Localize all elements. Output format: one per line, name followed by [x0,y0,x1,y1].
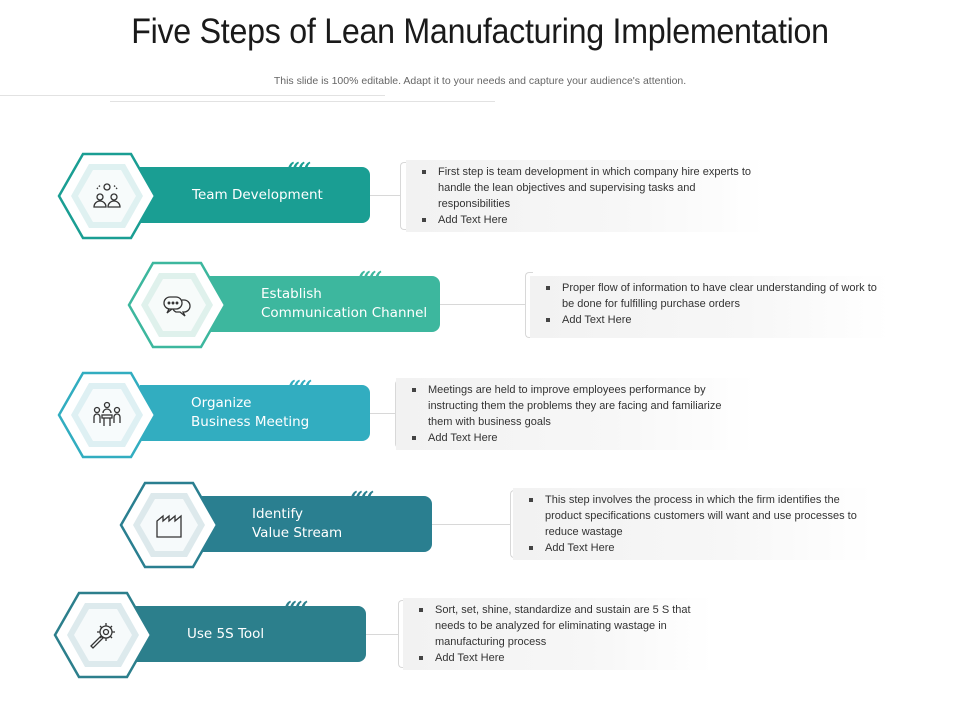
step-5-description: Sort, set, shine, standardize and sustai… [403,598,713,670]
step-4-description: This step involves the process in which … [513,488,873,560]
step-5-pill[interactable]: “‘‘ Use 5S Tool [136,597,366,662]
step-3-bullet-1: Meetings are held to improve employees p… [410,382,748,430]
step-5-label: Use 5S Tool [187,625,265,642]
step-1-pill[interactable]: “‘‘ Team Development [140,158,370,223]
step-5-bullet-1: Sort, set, shine, standardize and sustai… [417,602,705,650]
step-5-bullet-2: Add Text Here [417,650,705,666]
step-1-connector [370,195,400,196]
step-2-pill[interactable]: “‘‘ Establish Communication Channel [210,267,440,332]
step-4-bullet-2: Add Text Here [527,540,865,556]
step-1-description: First step is team development in which … [406,160,766,232]
step-2-connector [440,304,525,305]
wrench-gear-icon [90,623,115,649]
slide-subtitle: This slide is 100% editable. Adapt it to… [273,75,687,87]
step-4-label: Identify Value Stream [252,506,343,541]
step-1-bracket [400,162,408,230]
step-1-hexagon [57,152,157,240]
step-5-bracket [398,600,406,668]
meeting-icon [93,401,121,426]
factory-icon [156,514,182,538]
step-3-label: Organize Business Meeting [191,395,310,430]
step-2-bracket [525,272,533,338]
step-2-label: Establish Communication Channel [261,286,428,321]
step-2-bullet-1: Proper flow of information to have clear… [544,280,882,312]
step-3-bullet-2: Add Text Here [410,430,748,446]
divider [0,95,385,96]
step-2-hexagon [127,261,227,349]
step-5-connector [366,634,398,635]
step-4-connector [432,524,510,525]
step-3-description: Meetings are held to improve employees p… [396,378,756,450]
divider [110,101,495,102]
step-3-pill[interactable]: “‘‘ Organize Business Meeting [140,376,370,441]
team-icon [93,183,121,208]
step-4-hexagon [119,481,219,569]
step-1-bullet-2: Add Text Here [420,212,758,228]
step-1-label: Team Development [192,186,323,203]
step-3-connector [370,413,395,414]
step-5-hexagon [53,591,153,679]
step-2-bullet-2: Add Text Here [544,312,882,328]
step-1-bullet-1: First step is team development in which … [420,164,758,212]
slide-title: Five Steps of Lean Manufacturing Impleme… [131,12,829,51]
step-4-bullet-1: This step involves the process in which … [527,492,865,540]
step-4-pill[interactable]: “‘‘ Identify Value Stream [202,487,432,552]
chat-bubbles-icon [163,296,191,317]
step-2-description: Proper flow of information to have clear… [530,276,890,338]
step-3-hexagon [57,371,157,459]
